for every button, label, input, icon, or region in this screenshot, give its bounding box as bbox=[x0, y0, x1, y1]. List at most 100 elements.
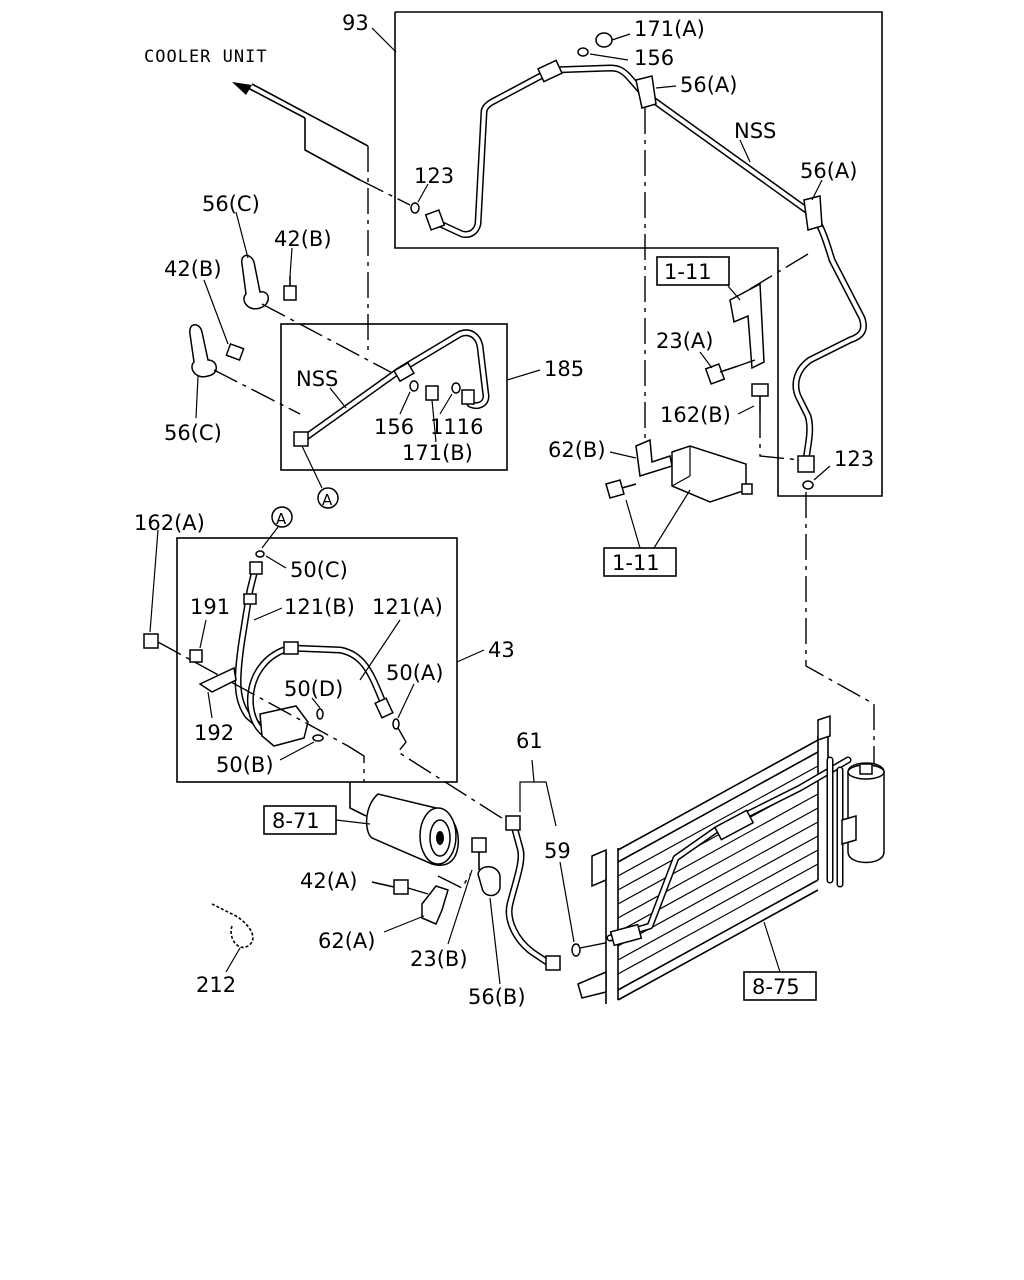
bracket-192 bbox=[198, 666, 237, 693]
leader-1-11-top bbox=[727, 285, 741, 301]
label-56c-low: 56(C) bbox=[164, 421, 222, 445]
leader-121b bbox=[253, 607, 283, 621]
label-212: 212 bbox=[196, 973, 236, 997]
clip-56b bbox=[477, 866, 501, 897]
condenser-inlet-pipe-in bbox=[608, 758, 850, 940]
leader-56a-top bbox=[655, 85, 677, 89]
label-nss-mid: NSS bbox=[296, 367, 338, 391]
condenser-inlet-fitting bbox=[609, 923, 643, 947]
oring-156-top bbox=[577, 47, 589, 57]
hose-121b-inner bbox=[236, 564, 264, 730]
compressor-dash bbox=[349, 782, 367, 817]
leader-162a bbox=[149, 529, 159, 633]
leader-nss-mid bbox=[329, 387, 347, 409]
label-56c-top: 56(C) bbox=[202, 192, 260, 216]
label-62a: 62(A) bbox=[318, 929, 375, 953]
bracket-62a bbox=[421, 885, 449, 925]
ref-1-11-mid: 1-11 bbox=[612, 551, 660, 575]
box-185-outline bbox=[280, 323, 508, 471]
leader-50c bbox=[265, 555, 287, 569]
condenser-fins bbox=[617, 765, 819, 975]
clip-56a-right bbox=[803, 195, 823, 231]
label-23a: 23(A) bbox=[656, 329, 713, 353]
cap-171b bbox=[425, 385, 439, 401]
oring-50c bbox=[255, 550, 265, 558]
leader-93 bbox=[371, 27, 397, 53]
leader-8-71 bbox=[335, 819, 371, 825]
leader-61-b bbox=[531, 759, 535, 783]
label-56a-right: 56(A) bbox=[800, 159, 857, 183]
leader-23b bbox=[447, 869, 473, 945]
pipe-61-nut-top bbox=[505, 815, 521, 831]
label-42a: 42(A) bbox=[300, 869, 357, 893]
top-pipe-nut-right bbox=[797, 455, 815, 473]
leader-171a bbox=[611, 33, 631, 41]
clip-56a-top bbox=[635, 75, 657, 109]
box-93-outline bbox=[394, 11, 883, 497]
hose-121b-fitting bbox=[243, 593, 257, 605]
cable-tie-212 bbox=[211, 903, 254, 949]
leader-62a bbox=[383, 915, 425, 933]
leader-nss-top bbox=[739, 139, 751, 163]
condenser-inlet-pipe bbox=[606, 756, 852, 942]
leader-42b-top bbox=[289, 247, 293, 277]
condenser-bracket-top-right bbox=[817, 714, 831, 742]
manifold-block bbox=[259, 705, 309, 747]
leader-191 bbox=[199, 619, 207, 649]
label-59: 59 bbox=[544, 839, 571, 863]
leader-1116 bbox=[439, 393, 453, 415]
ref-8-71-box bbox=[263, 805, 337, 835]
receiver-drier-cap bbox=[859, 763, 873, 775]
bolt-42b-left bbox=[225, 343, 245, 361]
label-171a: 171(A) bbox=[634, 17, 705, 41]
label-192: 192 bbox=[194, 721, 234, 745]
condenser-bracket-top-left bbox=[591, 848, 607, 888]
dash-56c-low bbox=[213, 369, 301, 415]
dash-50a bbox=[396, 727, 509, 823]
leader-192 bbox=[207, 691, 213, 719]
label-191: 191 bbox=[190, 595, 230, 619]
label-23b: 23(B) bbox=[410, 947, 468, 971]
leader-56c-top bbox=[235, 211, 249, 259]
leader-circle-a-low bbox=[301, 445, 323, 489]
bolt-42a bbox=[371, 879, 409, 895]
label-185: 185 bbox=[544, 357, 584, 381]
dash-162b bbox=[759, 412, 801, 461]
cooler-unit-arrowhead bbox=[232, 82, 252, 95]
condenser-muffler bbox=[713, 809, 755, 841]
leader-50b bbox=[279, 741, 315, 761]
clip-56c-low bbox=[189, 324, 217, 378]
dash-42a bbox=[407, 887, 429, 895]
oring-50d bbox=[316, 708, 324, 720]
box-43-outline bbox=[176, 537, 458, 783]
dash-56c-top bbox=[261, 303, 399, 377]
leader-1-11-mid-b bbox=[653, 489, 691, 549]
circle-a-top-text: A bbox=[276, 510, 287, 528]
bolt-162b bbox=[751, 383, 769, 412]
label-56b: 56(B) bbox=[468, 985, 526, 1009]
label-156-top: 156 bbox=[634, 46, 674, 70]
compressor-hub bbox=[436, 831, 444, 845]
dash-23b bbox=[437, 873, 471, 889]
leader-156-mid bbox=[399, 391, 411, 415]
cooler-unit-arrow-tail bbox=[304, 118, 361, 181]
leader-123-top bbox=[417, 183, 429, 203]
dash-123-right-down bbox=[805, 492, 875, 770]
label-50b: 50(B) bbox=[216, 753, 274, 777]
leader-50a bbox=[397, 683, 415, 719]
pipe-61-nut-end bbox=[545, 955, 561, 971]
pipe-185-end-nut bbox=[293, 431, 309, 447]
leader-circle-a-top bbox=[261, 526, 279, 549]
cooler-unit-dash-2 bbox=[359, 179, 411, 206]
label-61: 61 bbox=[516, 729, 543, 753]
leader-61 bbox=[519, 781, 557, 827]
receiver-pipe-in bbox=[828, 758, 842, 886]
hose-121a-fitting-end bbox=[374, 697, 394, 719]
cooler-unit-label: COOLER UNIT bbox=[144, 47, 268, 67]
ref-1-11-top-box bbox=[656, 256, 730, 286]
hose-121b-fitting-top bbox=[249, 561, 263, 575]
circle-a-low bbox=[317, 487, 339, 509]
label-43: 43 bbox=[488, 638, 515, 662]
leader-62b bbox=[609, 451, 637, 459]
ref-8-75: 8-75 bbox=[752, 975, 800, 999]
